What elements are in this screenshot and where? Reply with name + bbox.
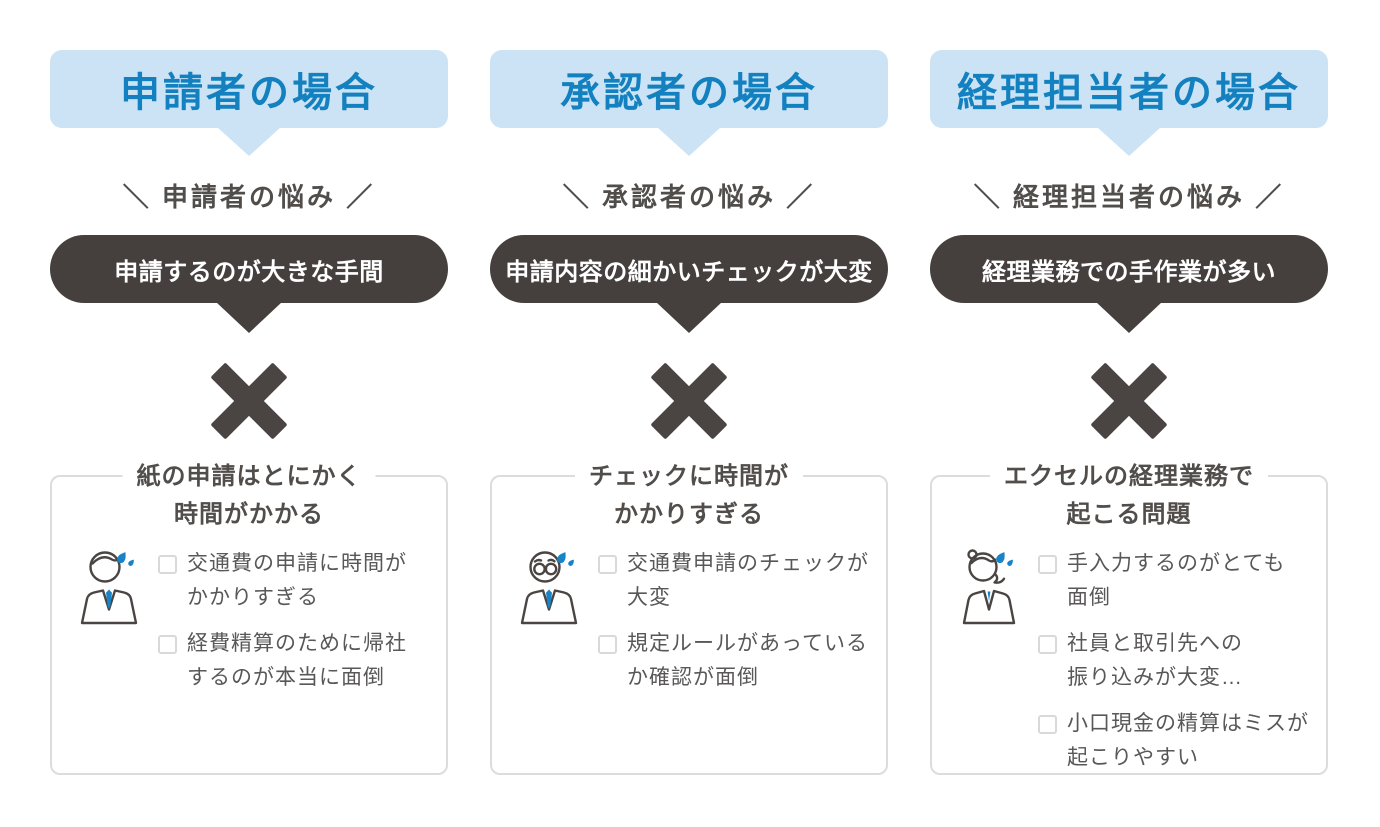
approver-box-title: チェックに時間が かかりすぎる <box>575 458 803 534</box>
applicant-header-bubble: 申請者の場合 <box>50 50 448 156</box>
approver-header-bubble: 承認者の場合 <box>490 50 888 156</box>
list-item: 規定ルールがあっている か確認が面倒 <box>598 627 870 695</box>
accounting-header-bubble: 経理担当者の場合 <box>930 50 1328 156</box>
list-item: 手入力するのがとても 面倒 <box>1038 547 1310 615</box>
approver-pain-bubble: 申請内容の細かいチェックが大変 <box>490 235 888 333</box>
persona-columns: 申請者の場合 ＼ 申請者の悩み ／ 申請するのが大きな手間 紙の申請はとにかく … <box>50 50 1328 775</box>
list-item: 経費精算のために帰社 するのが本当に面倒 <box>158 627 430 695</box>
list-item: 社員と取引先への 振り込みが大変… <box>1038 627 1310 695</box>
accounting-pain-tail <box>1096 302 1162 333</box>
applicant-header-title: 申請者の場合 <box>120 71 378 115</box>
accounting-worry-label: ＼ 経理担当者の悩み ／ <box>973 182 1285 212</box>
column-applicant: 申請者の場合 ＼ 申請者の悩み ／ 申請するのが大きな手間 紙の申請はとにかく … <box>50 50 448 775</box>
column-accounting: 経理担当者の場合 ＼ 経理担当者の悩み ／ 経理業務での手作業が多い エクセルの… <box>930 50 1328 775</box>
multiply-x-icon <box>1090 362 1168 440</box>
approver-pain-tail <box>656 302 722 333</box>
list-item: 交通費申請のチェックが 大変 <box>598 547 870 615</box>
checkbox-icon <box>158 635 177 654</box>
applicant-item-list: 交通費の申請に時間が かかりすぎる 経費精算のために帰社 するのが本当に面倒 <box>158 547 430 695</box>
column-approver: 承認者の場合 ＼ 承認者の悩み ／ 申請内容の細かいチェックが大変 チェックに時… <box>490 50 888 775</box>
checkbox-icon <box>1038 715 1057 734</box>
approver-worry-label: ＼ 承認者の悩み ／ <box>562 182 816 212</box>
applicant-pain-bubble: 申請するのが大きな手間 <box>50 235 448 333</box>
businesswoman-sweating-icon <box>962 549 1016 625</box>
approver-pain-text: 申請内容の細かいチェックが大変 <box>505 258 873 286</box>
list-item: 交通費の申請に時間が かかりすぎる <box>158 547 430 615</box>
businessman-sweating-icon <box>80 551 138 625</box>
applicant-pain-tail <box>216 302 282 333</box>
accounting-item-list: 手入力するのがとても 面倒 社員と取引先への 振り込みが大変… 小口現金の精算は… <box>1038 547 1310 775</box>
approver-header-tail <box>657 127 721 156</box>
checkbox-icon <box>1038 555 1057 574</box>
checkbox-icon <box>158 555 177 574</box>
accounting-pain-text: 経理業務での手作業が多い <box>982 258 1276 286</box>
checkbox-icon <box>598 635 617 654</box>
applicant-header-tail <box>217 127 281 156</box>
multiply-x-icon <box>650 362 728 440</box>
approver-item-list: 交通費申請のチェックが 大変 規定ルールがあっている か確認が面倒 <box>598 547 870 695</box>
accounting-header-title: 経理担当者の場合 <box>957 71 1301 115</box>
applicant-worry-label: ＼ 申請者の悩み ／ <box>122 182 376 212</box>
accounting-detail-box: エクセルの経理業務で 起こる問題 <box>930 458 1328 775</box>
list-item: 小口現金の精算はミスが 起こりやすい <box>1038 707 1310 775</box>
accounting-box-title: エクセルの経理業務で 起こる問題 <box>990 458 1268 534</box>
applicant-box-title: 紙の申請はとにかく 時間がかかる <box>122 458 376 534</box>
checkbox-icon <box>598 555 617 574</box>
checkbox-icon <box>1038 635 1057 654</box>
accounting-header-tail <box>1097 127 1161 156</box>
manager-glasses-sweating-icon <box>520 551 578 625</box>
applicant-pain-text: 申請するのが大きな手間 <box>114 258 384 286</box>
approver-detail-box: チェックに時間が かかりすぎる <box>490 458 888 775</box>
multiply-x-icon <box>210 362 288 440</box>
applicant-detail-box: 紙の申請はとにかく 時間がかかる <box>50 458 448 775</box>
accounting-pain-bubble: 経理業務での手作業が多い <box>930 235 1328 333</box>
approver-header-title: 承認者の場合 <box>560 71 818 115</box>
